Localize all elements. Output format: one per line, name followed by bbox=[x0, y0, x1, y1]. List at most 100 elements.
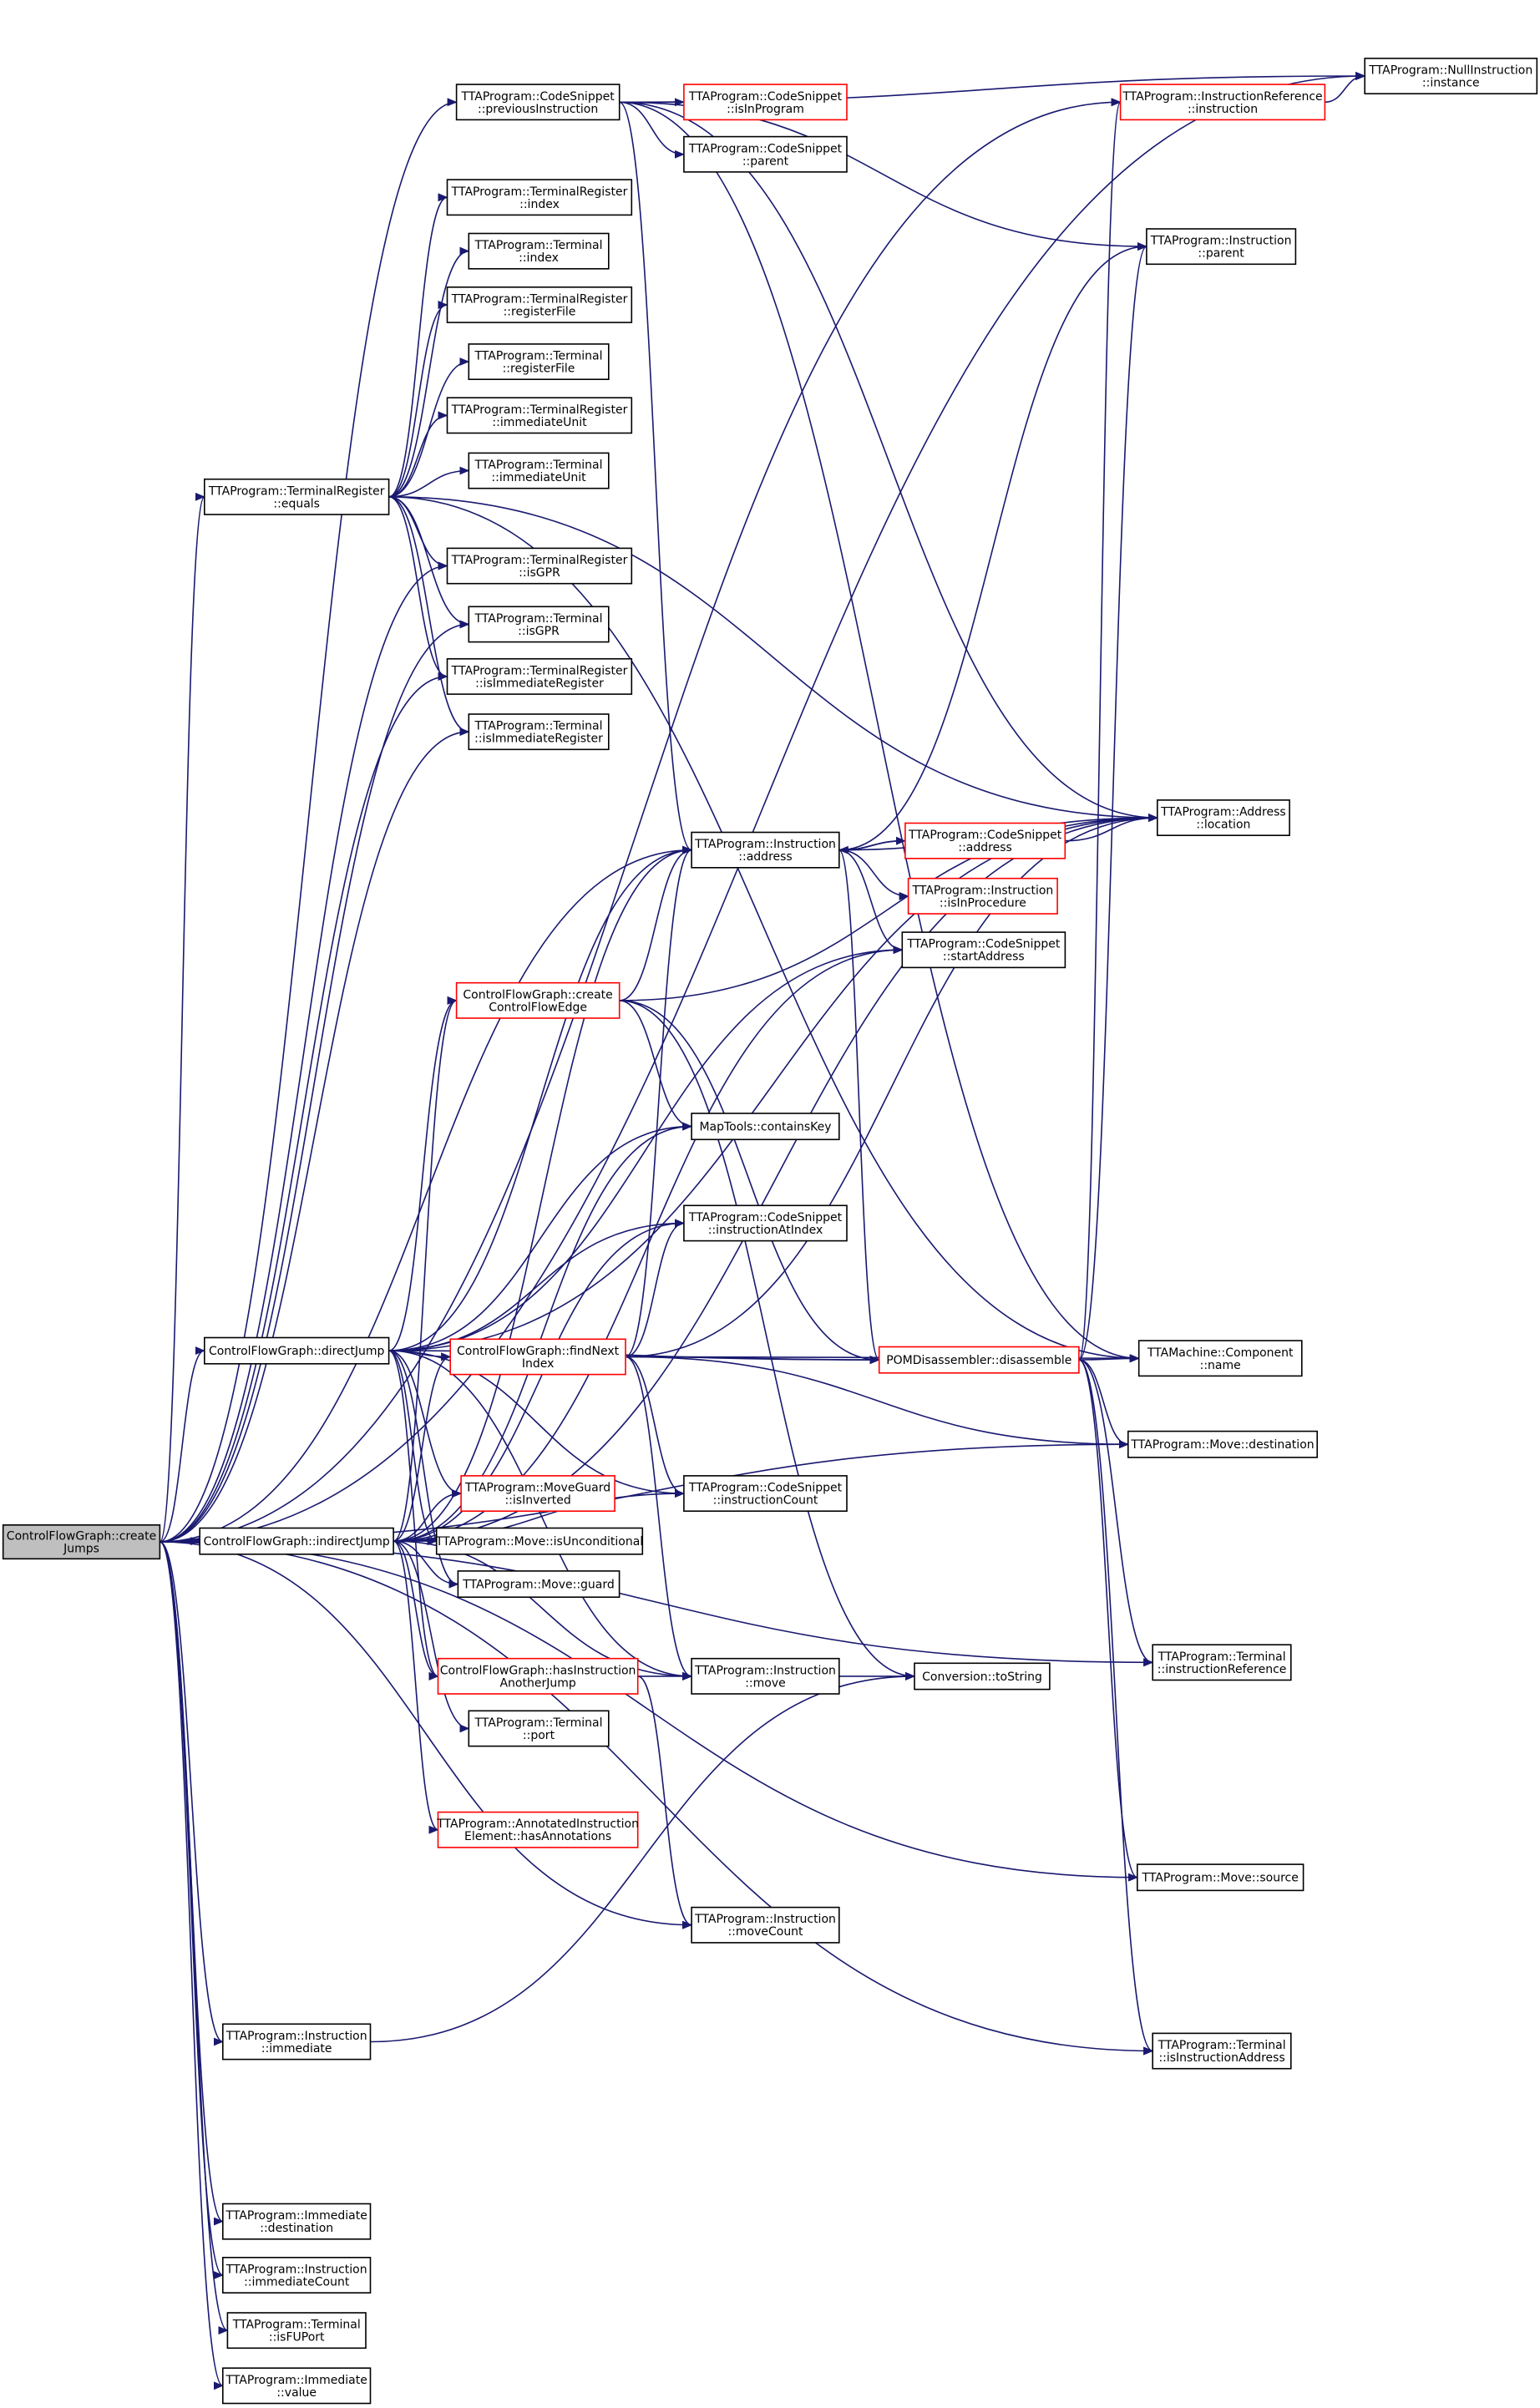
node-instr-isinproc[interactable]: TTAProgram::Instruction::isInProcedure bbox=[907, 877, 1058, 915]
node-imm-value[interactable]: TTAProgram::Immediate::value bbox=[221, 2367, 372, 2405]
node-move-guard[interactable]: TTAProgram::Move::guard bbox=[457, 1570, 621, 1599]
node-box bbox=[446, 547, 633, 585]
node-box bbox=[221, 2257, 372, 2294]
node-t-isgpr[interactable]: TTAProgram::Terminal::isGPR bbox=[468, 606, 610, 643]
edge-instr_address-to-pom_disasm bbox=[838, 849, 880, 1364]
edge-root-to-tr_isgpr bbox=[160, 561, 448, 1543]
node-cs-instratindex[interactable]: TTAProgram::CodeSnippet::instructionAtIn… bbox=[683, 1204, 848, 1242]
node-cfg-hasanotherjump[interactable]: ControlFlowGraph::hasInstructionAnotherJ… bbox=[437, 1657, 639, 1695]
node-box bbox=[457, 1570, 621, 1599]
node-label-line2: ::instruction bbox=[1188, 103, 1258, 116]
node-box bbox=[446, 179, 633, 216]
node-cfg-directjump[interactable]: ControlFlowGraph::directJump bbox=[204, 1336, 390, 1365]
edge-root-to-t_isimmreg bbox=[160, 727, 470, 1543]
node-label-line1: Conversion::toString bbox=[922, 1670, 1042, 1684]
node-conv-tostring[interactable]: Conversion::toString bbox=[914, 1662, 1051, 1691]
node-box bbox=[446, 397, 633, 434]
node-label-line2: ::isInverted bbox=[504, 1494, 570, 1508]
node-t-isfuport[interactable]: TTAProgram::Terminal::isFUPort bbox=[226, 2312, 367, 2350]
node-imm-destination[interactable]: TTAProgram::Immediate::destination bbox=[221, 2203, 372, 2240]
node-maptools[interactable]: MapTools::containsKey bbox=[691, 1113, 840, 1141]
node-label-line1: TTAProgram::Move::guard bbox=[462, 1579, 615, 1592]
node-aie-hasannot[interactable]: TTAProgram::AnnotatedInstructionElement:… bbox=[436, 1811, 639, 1848]
edge-cfg_createedge-to-instr_address bbox=[619, 845, 693, 1001]
node-component-name[interactable]: TTAMachine::Component::name bbox=[1137, 1340, 1303, 1377]
edge-cs_address-to-instr_address bbox=[838, 839, 905, 854]
node-tr-registerfile[interactable]: TTAProgram::TerminalRegister::registerFi… bbox=[446, 286, 633, 323]
node-tr-index[interactable]: TTAProgram::TerminalRegister::index bbox=[446, 179, 633, 216]
node-move-source[interactable]: TTAProgram::Move::source bbox=[1137, 1863, 1304, 1892]
node-cs-isinprogram[interactable]: TTAProgram::CodeSnippet::isInProgram bbox=[683, 84, 848, 121]
node-t-isinstraddr[interactable]: TTAProgram::Terminal::isInstructionAddre… bbox=[1152, 2032, 1292, 2070]
edge-ir_instruction-to-null_instr bbox=[1325, 72, 1366, 104]
node-tr-isimmreg[interactable]: TTAProgram::TerminalRegister::isImmediat… bbox=[446, 657, 633, 695]
node-move-isuncond[interactable]: TTAProgram::Move::isUnconditional bbox=[435, 1527, 643, 1555]
edge-root-to-instr_immediate bbox=[160, 1541, 224, 2046]
node-label-line1: TTAProgram::Address bbox=[1160, 806, 1286, 819]
node-label-line1: TTAProgram::Immediate bbox=[225, 2209, 367, 2223]
node-tr-isgpr[interactable]: TTAProgram::TerminalRegister::isGPR bbox=[446, 547, 633, 585]
node-cs-startaddr[interactable]: TTAProgram::CodeSnippet::startAddress bbox=[901, 931, 1066, 969]
node-instr-immediate[interactable]: TTAProgram::Instruction::immediate bbox=[221, 2023, 372, 2061]
node-label-line1: TTAProgram::TerminalRegister bbox=[451, 664, 628, 677]
node-cfg-indirectjump[interactable]: ControlFlowGraph::indirectJump bbox=[199, 1527, 394, 1555]
node-t-instrref[interactable]: TTAProgram::Terminal::instructionReferen… bbox=[1152, 1644, 1292, 1681]
node-box bbox=[221, 2203, 372, 2240]
edge-cfg_indirectjump-to-addr_location bbox=[393, 814, 1158, 1542]
node-cs-parent[interactable]: TTAProgram::CodeSnippet::parent bbox=[683, 135, 848, 173]
node-t-index[interactable]: TTAProgram::Terminal::index bbox=[468, 232, 610, 270]
node-box bbox=[683, 1204, 848, 1242]
node-box bbox=[204, 1336, 390, 1365]
node-box bbox=[468, 343, 610, 380]
node-label-line2: ::address bbox=[958, 841, 1011, 854]
node-instr-address[interactable]: TTAProgram::Instruction::address bbox=[691, 831, 840, 869]
node-box bbox=[204, 478, 390, 515]
node-addr-location[interactable]: TTAProgram::Address::location bbox=[1157, 799, 1290, 837]
edge-root-to-tr_isimmreg bbox=[160, 672, 448, 1543]
node-box bbox=[691, 831, 840, 869]
node-null-instr[interactable]: TTAProgram::NullInstruction::instance bbox=[1364, 58, 1538, 95]
node-instr-movecount[interactable]: TTAProgram::Instruction::moveCount bbox=[691, 1906, 840, 1944]
node-box bbox=[1152, 2032, 1292, 2070]
node-t-isimmreg[interactable]: TTAProgram::Terminal::isImmediateRegiste… bbox=[468, 713, 610, 751]
node-t-immunit[interactable]: TTAProgram::Terminal::immediateUnit bbox=[468, 452, 610, 489]
node-box bbox=[907, 877, 1058, 915]
node-label-line2: ::name bbox=[1200, 1359, 1241, 1372]
edge-tr_equals-to-t_index bbox=[388, 246, 470, 498]
node-pom-disasm[interactable]: POMDisassembler::disassemble bbox=[878, 1346, 1080, 1374]
node-move-destination[interactable]: TTAProgram::Move::destination bbox=[1127, 1430, 1319, 1458]
node-box bbox=[1152, 1644, 1292, 1681]
node-box bbox=[446, 657, 633, 695]
edge-root-to-t_isinstraddr bbox=[160, 1541, 1154, 2056]
node-box bbox=[691, 1113, 840, 1141]
edge-cfg_directjump-to-cs_instratindex bbox=[388, 1219, 685, 1351]
call-edges bbox=[159, 72, 1366, 2390]
node-t-registerfile[interactable]: TTAProgram::Terminal::registerFile bbox=[468, 343, 610, 380]
node-prev-instr[interactable]: TTAProgram::CodeSnippet::previousInstruc… bbox=[455, 84, 621, 121]
node-label-line2: AnotherJump bbox=[499, 1676, 575, 1690]
node-label-line2: ::equals bbox=[273, 497, 320, 510]
node-tr-immunit[interactable]: TTAProgram::TerminalRegister::immediateU… bbox=[446, 397, 633, 434]
node-label-line1: TTAProgram::TerminalRegister bbox=[451, 403, 628, 417]
node-moveguard-isinverted[interactable]: TTAProgram::MoveGuard::isInverted bbox=[460, 1475, 615, 1513]
node-tr-equals[interactable]: TTAProgram::TerminalRegister::equals bbox=[204, 478, 390, 515]
edge-instr_address-to-instr_isinproc bbox=[838, 849, 909, 900]
node-instr-immcount[interactable]: TTAProgram::Instruction::immediateCount bbox=[221, 2257, 372, 2294]
node-cs-instrcount[interactable]: TTAProgram::CodeSnippet::instructionCoun… bbox=[683, 1475, 848, 1513]
node-ir-instruction[interactable]: TTAProgram::InstructionReference::instru… bbox=[1119, 84, 1326, 121]
node-label-line1: TTAProgram::CodeSnippet bbox=[688, 90, 843, 104]
node-t-port[interactable]: TTAProgram::Terminal::port bbox=[468, 1710, 610, 1747]
node-instr-parent[interactable]: TTAProgram::Instruction::parent bbox=[1146, 228, 1297, 266]
node-box bbox=[455, 981, 621, 1019]
node-label-line1: ControlFlowGraph::directJump bbox=[209, 1345, 385, 1358]
node-cs-address[interactable]: TTAProgram::CodeSnippet::address bbox=[904, 822, 1066, 859]
edge-root-to-prev_instr bbox=[160, 98, 458, 1543]
node-box bbox=[691, 1657, 840, 1695]
edge-prev_instr-to-instr_address bbox=[619, 101, 693, 854]
node-instr-move[interactable]: TTAProgram::Instruction::move bbox=[691, 1657, 840, 1695]
node-box bbox=[221, 2367, 372, 2405]
edge-prev_instr-to-cs_parent bbox=[619, 101, 685, 159]
